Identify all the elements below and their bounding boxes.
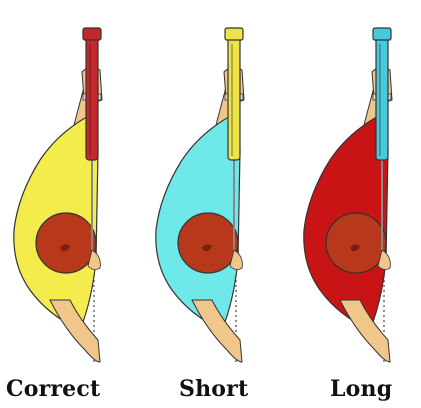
golfer-figure-2 xyxy=(156,28,244,362)
label-correct: Correct xyxy=(6,376,100,402)
label-long: Long xyxy=(330,376,392,402)
golfer-figure-1 xyxy=(14,28,102,362)
label-short: Short xyxy=(179,376,248,402)
golfer-figure-3 xyxy=(304,28,392,362)
